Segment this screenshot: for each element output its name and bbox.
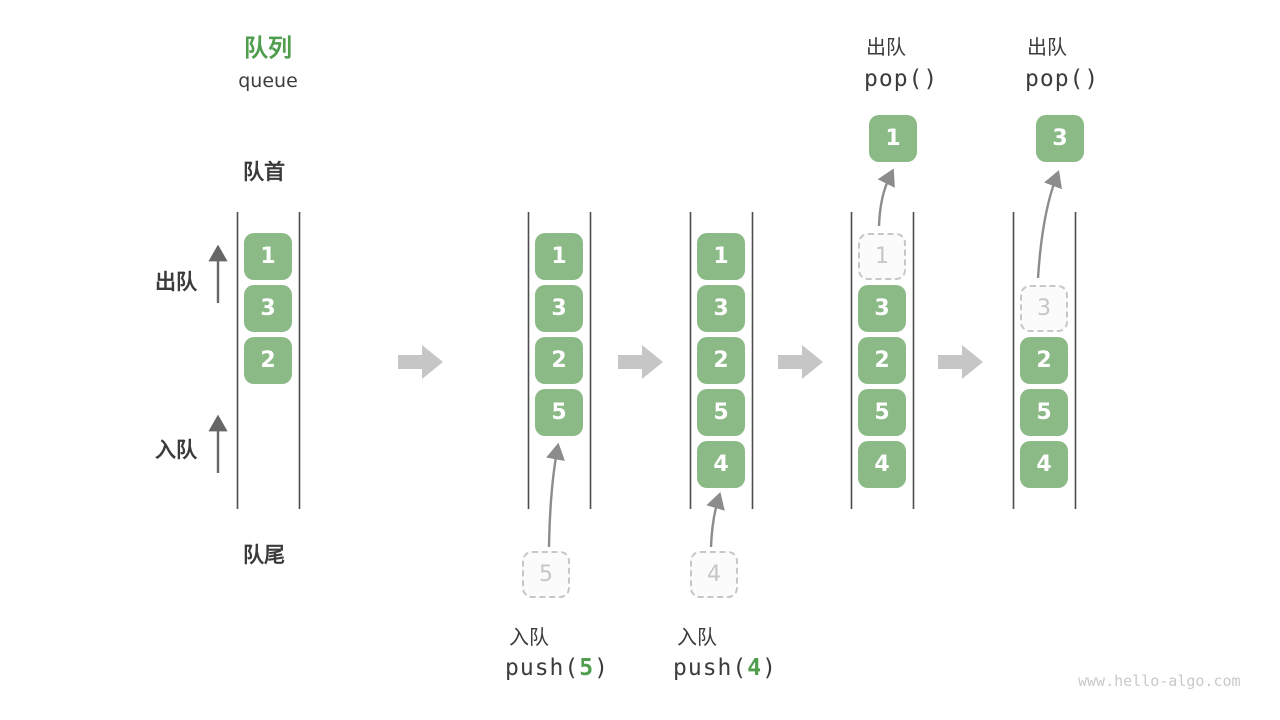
pop1-op-code: pop() [864,66,939,92]
queue-item: 1 [244,233,292,280]
operation-arrows [546,168,1063,548]
code-pre: push( [673,655,748,681]
diagram-title-zh: 队列 [244,34,292,62]
code-pre: push( [505,655,580,681]
removed-item-ghost: 3 [1020,285,1068,332]
removed-item-ghost: 1 [858,233,906,280]
push4-op-code: push(4) [673,655,777,681]
queue-item: 5 [1020,389,1068,436]
push5-op-code: push(5) [505,655,609,681]
pop2-op-code: pop() [1025,66,1100,92]
push5-arrow-icon [546,442,565,548]
queue-item: 4 [858,441,906,488]
queue-item: 3 [535,285,583,332]
diagram-title-en: queue [238,70,298,92]
pop2-arrow-icon [1036,170,1063,279]
queue-rear-label: 队尾 [243,543,285,567]
pop1-op-label: 出队 [866,35,906,59]
queue-item: 3 [244,285,292,332]
queue-item: 2 [244,337,292,384]
pop2-op-label: 出队 [1027,35,1067,59]
queue-item: 3 [858,285,906,332]
code-post: ) [594,655,609,681]
push4-op-label: 入队 [677,625,717,649]
dequeue-side-label: 出队 [155,270,197,294]
queue-item: 2 [1020,337,1068,384]
queue-item: 3 [697,285,745,332]
popped-item: 3 [1036,115,1084,162]
pop1-arrow-icon [877,168,895,227]
queue-item: 4 [1020,441,1068,488]
queue-item: 2 [697,337,745,384]
queue-container-walls [236,212,1077,509]
push4-arrow-icon [706,491,725,548]
transition-arrow-icon [778,345,823,379]
incoming-item-ghost: 5 [522,551,570,598]
queue-item: 1 [535,233,583,280]
queue-item: 4 [697,441,745,488]
queue-item: 5 [697,389,745,436]
incoming-item-ghost: 4 [690,551,738,598]
transition-arrows [398,345,983,379]
watermark-url: www.hello-algo.com [1078,672,1241,690]
code-arg: 5 [579,655,595,681]
queue-item: 5 [858,389,906,436]
queue-front-label: 队首 [243,160,285,184]
transition-arrow-icon [938,345,983,379]
transition-arrow-icon [618,345,663,379]
queue-item: 2 [858,337,906,384]
queue-item: 2 [535,337,583,384]
queue-item: 1 [697,233,745,280]
transition-arrow-icon [398,345,443,379]
code-arg: 4 [747,655,763,681]
code-post: ) [762,655,777,681]
enqueue-side-label: 入队 [155,438,197,462]
queue-item: 5 [535,389,583,436]
popped-item: 1 [869,115,917,162]
push5-op-label: 入队 [509,625,549,649]
